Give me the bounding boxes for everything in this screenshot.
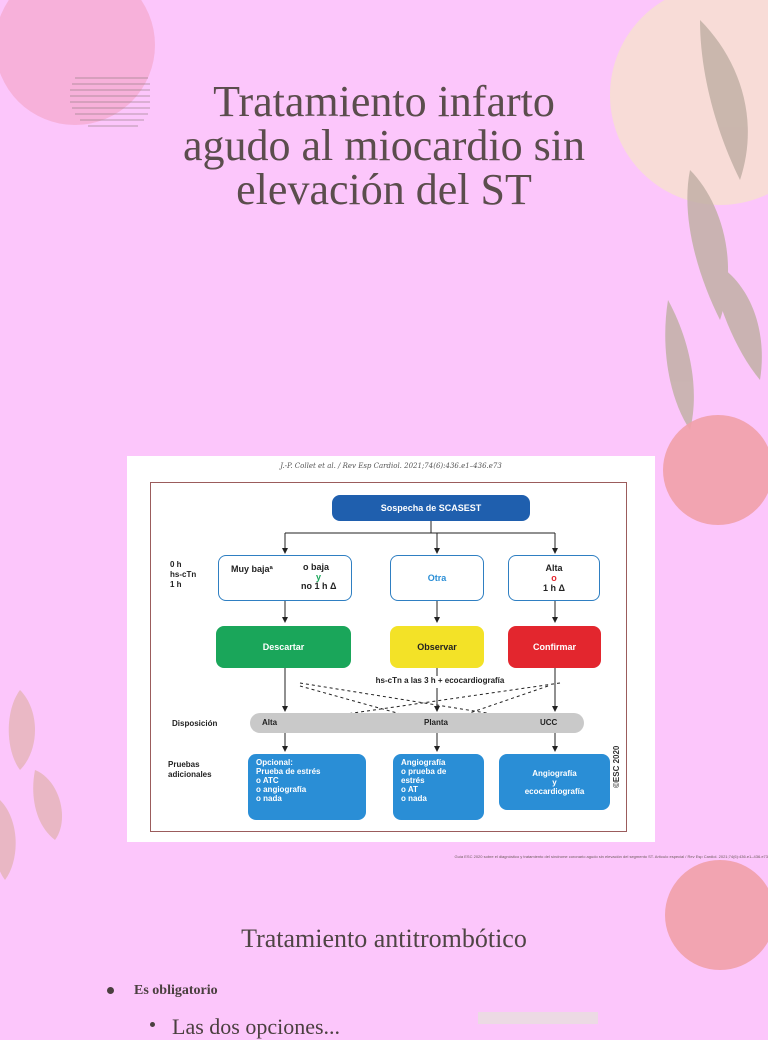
action-observar: Observar [390,626,484,668]
tests-box-discharge: Opcional: Prueba de estrés o ATC o angio… [248,754,366,820]
figure-frame [150,482,627,832]
bullet-dot [107,987,114,994]
risk-low-label: Muy bajaª [231,564,273,574]
tests-box-ccu: Angiografía y ecocardiografía [499,754,610,810]
disposition-bar [250,713,584,733]
slide-title-line: agudo al miocardio sin [182,121,585,170]
action-descartar: Descartar [216,626,351,668]
risk-box-high: Alta o 1 h Δ [508,555,600,601]
time-label: 0 h [170,560,182,569]
time-labels: 0 h hs-cTn 1 h [170,560,196,590]
risk-high-label: Alta [545,563,563,573]
disposition-alta: Alta [262,718,278,727]
disposition-ucc: UCC [540,718,558,727]
source-note: Guía ESC 2020 sobre el diagnóstico y tra… [454,854,768,859]
tests-box-ward: Angiografía o prueba de estrés o AT o na… [393,754,484,820]
tests-label-line: adicionales [168,770,212,779]
disposition-planta: Planta [424,718,449,727]
sub-bullet-text: Las dos opciones... [172,1014,341,1039]
slide-title-line: elevación del ST [236,165,532,214]
esc-copyright: ©ESC 2020 [612,745,621,788]
risk-low-and: y [316,572,322,582]
retest-label: hs-cTn a las 3 h + ecocardiografía [375,676,505,685]
disposition-label: Disposición [172,719,218,728]
risk-box-other: Otra [390,555,484,601]
action-confirmar: Confirmar [508,626,601,668]
sub-bullet-dot [150,1022,155,1027]
time-label: 1 h [170,580,182,589]
time-label: hs-cTn [170,570,197,579]
figure-citation: J.-P. Collet et al. / Rev Esp Cardiol. 2… [280,462,502,470]
risk-box-low: Muy bajaª o baja y no 1 h Δ [218,555,352,601]
tests-label-line: Pruebas [168,760,200,769]
slide-title-line: Tratamiento infarto [213,77,555,126]
start-node: Sospecha de SCASEST [332,495,530,521]
tests-label: Pruebas adicionales [168,760,212,780]
slide-title: Tratamiento infarto agudo al miocardio s… [0,80,768,212]
risk-low-or: o baja [303,562,330,572]
bullet-item: Es obligatorio [134,983,218,998]
risk-low-delta: no 1 h Δ [301,581,337,591]
risk-high-or: o [551,573,557,583]
risk-high-delta: 1 h Δ [543,583,565,593]
section-title: Tratamiento antitrombótico [241,924,527,953]
